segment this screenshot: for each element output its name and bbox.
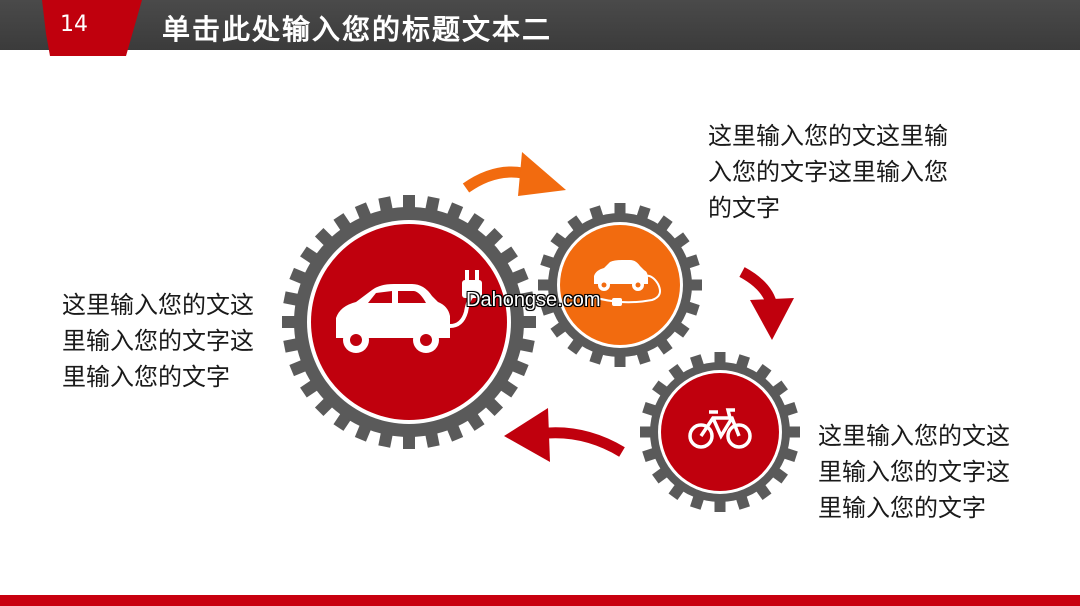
header-bar [0,0,1080,50]
bicycle-gear [640,352,800,512]
arrow-orange [462,152,566,196]
watermark: Dahongse.com [466,289,601,311]
text-top-right[interactable]: 这里输入您的文这里输入您的文字这里输入您的文字 [708,122,948,222]
electric-car-gear [282,195,536,449]
text-bottom-right[interactable]: 这里输入您的文这里输入您的文字这里输入您的文字 [818,422,1010,522]
electric-car-icon [336,270,482,353]
gear-tooth [714,352,726,368]
car-gear [538,203,702,367]
gear-tooth [614,203,626,219]
page-number-badge [42,0,142,56]
car-plug-icon [589,260,661,306]
page-number: 14 [60,12,88,37]
text-left[interactable]: 这里输入您的文这里输入您的文字这里输入您的文字 [62,291,254,391]
bicycle-icon [688,408,752,449]
gear-tooth [714,496,726,512]
arrow-red-right [739,267,794,340]
arrow-red-left [504,408,625,462]
slide-title[interactable]: 单击此处输入您的标题文本二 [162,13,553,46]
gear-tooth [614,351,626,367]
footer-bar [0,595,1080,606]
